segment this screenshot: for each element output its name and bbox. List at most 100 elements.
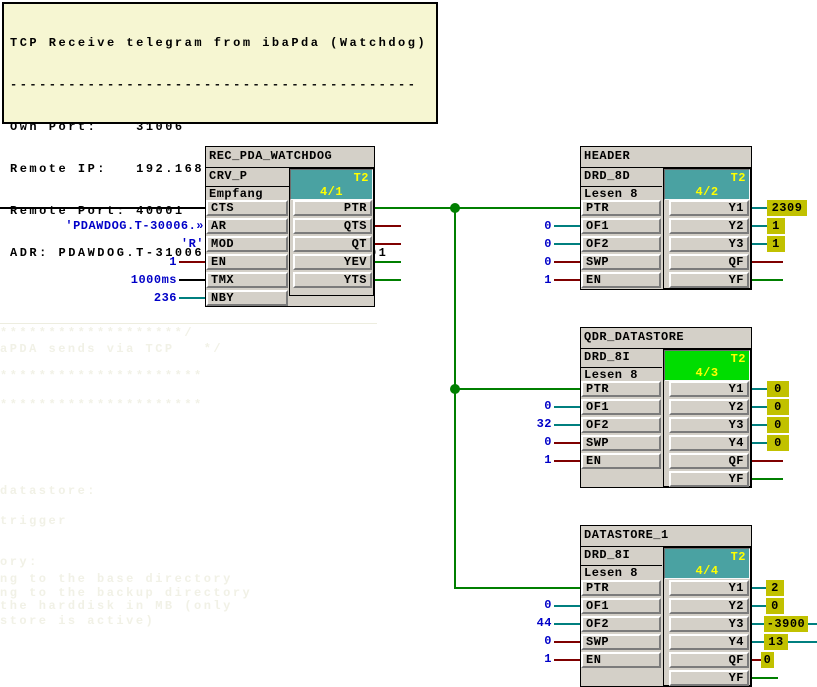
port-out-qf[interactable]: QF <box>669 254 749 270</box>
wire-ptr-branch-vertical <box>454 207 456 589</box>
ghost-comment-line: aPDA sends via TCP */ <box>0 342 224 356</box>
stub-rec-en <box>179 261 205 263</box>
stub-qdr-yf <box>752 478 783 480</box>
port-in-tmx[interactable]: TMX <box>206 272 288 288</box>
block-datastore-1[interactable]: DATASTORE_1 DRD_8I Lesen 8 T2 4/4 Y1 Y2 … <box>580 525 752 687</box>
wire-ptr-to-header <box>375 207 580 209</box>
port-in-ptr[interactable]: PTR <box>581 381 661 397</box>
port-out-y1[interactable]: Y1 <box>669 381 749 397</box>
port-out-qf[interactable]: QF <box>669 453 749 469</box>
port-out-qts[interactable]: QTS <box>293 218 372 234</box>
port-in-en[interactable]: EN <box>206 254 288 270</box>
output-value-box-y2: 0 <box>767 399 789 415</box>
output-value-box-y4: 13 <box>764 634 788 650</box>
stub-header-y1 <box>752 207 767 209</box>
input-value-tmx: 1000ms <box>130 273 177 287</box>
stub-ds1-y3 <box>752 623 765 625</box>
block-type: DRD_8I <box>581 349 662 368</box>
port-out-y4[interactable]: Y4 <box>669 435 749 451</box>
port-out-y2[interactable]: Y2 <box>669 218 749 234</box>
ghost-comment-line: the harddisk in MB (only <box>0 599 233 613</box>
port-in-ptr[interactable]: PTR <box>581 580 661 596</box>
port-out-yev[interactable]: YEV <box>293 254 372 270</box>
stub-rec-yev <box>375 261 401 263</box>
input-value-of2: 44 <box>536 616 552 630</box>
block-instance-name: Lesen 8 <box>584 368 638 382</box>
port-out-yf[interactable]: YF <box>669 670 749 686</box>
port-out-ptr[interactable]: PTR <box>293 200 372 216</box>
port-in-nby[interactable]: NBY <box>206 290 288 306</box>
stub-header-qf <box>752 261 783 263</box>
junction-dot <box>450 203 460 213</box>
port-in-cts[interactable]: CTS <box>206 200 288 216</box>
comment-box[interactable]: TCP Receive telegram from ibaPda (Watchd… <box>2 2 438 260</box>
exec-order-label: 4/3 <box>695 366 719 380</box>
block-instance-name: Empfang <box>209 187 263 201</box>
port-out-yf[interactable]: YF <box>669 471 749 487</box>
port-out-y3[interactable]: Y3 <box>669 236 749 252</box>
stub-header-swp <box>554 261 580 263</box>
input-value-en: 1 <box>544 273 552 287</box>
port-out-qf[interactable]: QF <box>669 652 749 668</box>
port-in-swp[interactable]: SWP <box>581 634 661 650</box>
port-in-of1[interactable]: OF1 <box>581 598 661 614</box>
block-header[interactable]: HEADER DRD_8D Lesen 8 T2 4/2 Y1 Y2 Y3 QF… <box>580 146 752 290</box>
stub-header-of1 <box>554 225 580 227</box>
task-status-panel: T2 4/4 <box>664 548 750 579</box>
port-out-qt[interactable]: QT <box>293 236 372 252</box>
port-in-ar[interactable]: AR <box>206 218 288 234</box>
output-value-box-y4: 0 <box>767 435 789 451</box>
stub-ds1-qf <box>752 659 762 661</box>
block-rec-pda-watchdog[interactable]: REC_PDA_WATCHDOG CRV_P Empfang T2 4/1 PT… <box>205 146 375 307</box>
ghost-comment-line: ********************* <box>0 398 204 412</box>
port-in-of2[interactable]: OF2 <box>581 236 661 252</box>
port-out-y3[interactable]: Y3 <box>669 417 749 433</box>
stub-qdr-y3 <box>752 424 767 426</box>
port-out-yf[interactable]: YF <box>669 272 749 288</box>
port-out-y4[interactable]: Y4 <box>669 634 749 650</box>
port-in-en[interactable]: EN <box>581 272 661 288</box>
input-value-nby: 236 <box>153 291 177 305</box>
ghost-comment-border <box>0 323 377 324</box>
port-out-y2[interactable]: Y2 <box>669 598 749 614</box>
port-in-of1[interactable]: OF1 <box>581 218 661 234</box>
port-in-of1[interactable]: OF1 <box>581 399 661 415</box>
stub-ds1-y4 <box>752 641 765 643</box>
stub-qdr-of2 <box>554 424 580 426</box>
wire-cts-input <box>0 207 205 209</box>
port-out-y1[interactable]: Y1 <box>669 580 749 596</box>
port-in-of2[interactable]: OF2 <box>581 417 661 433</box>
ghost-comment-line: store is active) <box>0 614 156 628</box>
output-value-box-y2: 0 <box>766 598 784 614</box>
port-in-mod[interactable]: MOD <box>206 236 288 252</box>
port-out-y1[interactable]: Y1 <box>669 200 749 216</box>
output-value-box-qf: 0 <box>761 652 774 668</box>
block-qdr-datastore[interactable]: QDR_DATASTORE DRD_8I Lesen 8 T2 4/3 Y1 Y… <box>580 327 752 488</box>
stub-ds1-yf <box>752 677 778 679</box>
wire-ptr-to-qdr <box>456 388 580 390</box>
stub-qdr-swp <box>554 442 580 444</box>
port-in-ptr[interactable]: PTR <box>581 200 661 216</box>
port-out-y2[interactable]: Y2 <box>669 399 749 415</box>
stub-ds1-y2 <box>752 605 766 607</box>
port-out-yts[interactable]: YTS <box>293 272 372 288</box>
ghost-comment-line: ng to the backup directory <box>0 586 253 600</box>
stub-ds1-swp <box>554 641 580 643</box>
block-instance-name: Lesen 8 <box>584 187 638 201</box>
input-value-of1: 0 <box>544 598 552 612</box>
port-in-of2[interactable]: OF2 <box>581 616 661 632</box>
port-in-swp[interactable]: SWP <box>581 435 661 451</box>
output-value-box-y1: 0 <box>767 381 789 397</box>
stub-ds1-of1 <box>554 605 580 607</box>
port-in-en[interactable]: EN <box>581 652 661 668</box>
stub-rec-qts <box>375 225 401 227</box>
block-type: DRD_8I <box>581 547 662 566</box>
output-value-box-y1: 2309 <box>767 200 807 216</box>
port-in-swp[interactable]: SWP <box>581 254 661 270</box>
ghost-comment-line: trigger <box>0 514 68 528</box>
input-value-mod: 'R' <box>180 237 204 251</box>
stub-ds1-y1 <box>752 587 766 589</box>
port-out-y3[interactable]: Y3 <box>669 616 749 632</box>
port-in-en[interactable]: EN <box>581 453 661 469</box>
